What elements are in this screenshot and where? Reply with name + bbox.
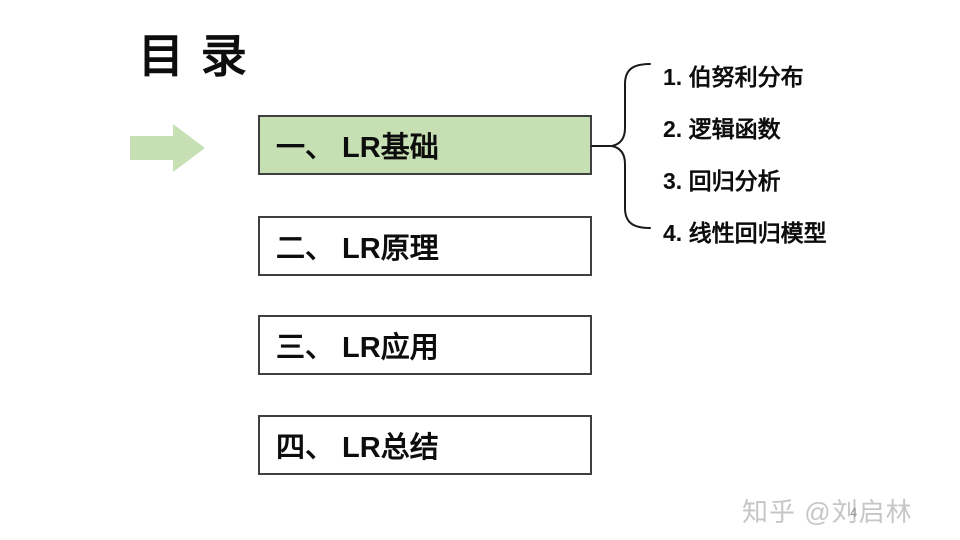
sub-item-regression-analysis: 3. 回归分析	[663, 168, 781, 194]
curly-brace-icon	[591, 63, 651, 229]
toc-box-lr-summary: 四、 LR总结	[258, 415, 592, 475]
toc-box-lr-applications: 三、 LR应用	[258, 315, 592, 375]
toc-box-lr-principles: 二、 LR原理	[258, 216, 592, 276]
watermark: 知乎 @刘启林	[742, 497, 913, 527]
toc-box-label: 四、 LR总结	[276, 432, 439, 464]
sub-item-logistic-function: 2. 逻辑函数	[663, 116, 781, 142]
toc-box-lr-basics: 一、 LR基础	[258, 115, 592, 175]
green-arrow-icon	[130, 124, 205, 172]
page-number: 4	[850, 505, 858, 520]
sub-item-linear-regression-model: 4. 线性回归模型	[663, 220, 827, 246]
toc-box-label: 一、 LR基础	[276, 132, 439, 164]
page-title: 目 录	[138, 30, 249, 82]
toc-box-label: 二、 LR原理	[276, 233, 439, 265]
toc-box-label: 三、 LR应用	[276, 332, 439, 364]
sub-item-bernoulli: 1. 伯努利分布	[663, 64, 804, 90]
